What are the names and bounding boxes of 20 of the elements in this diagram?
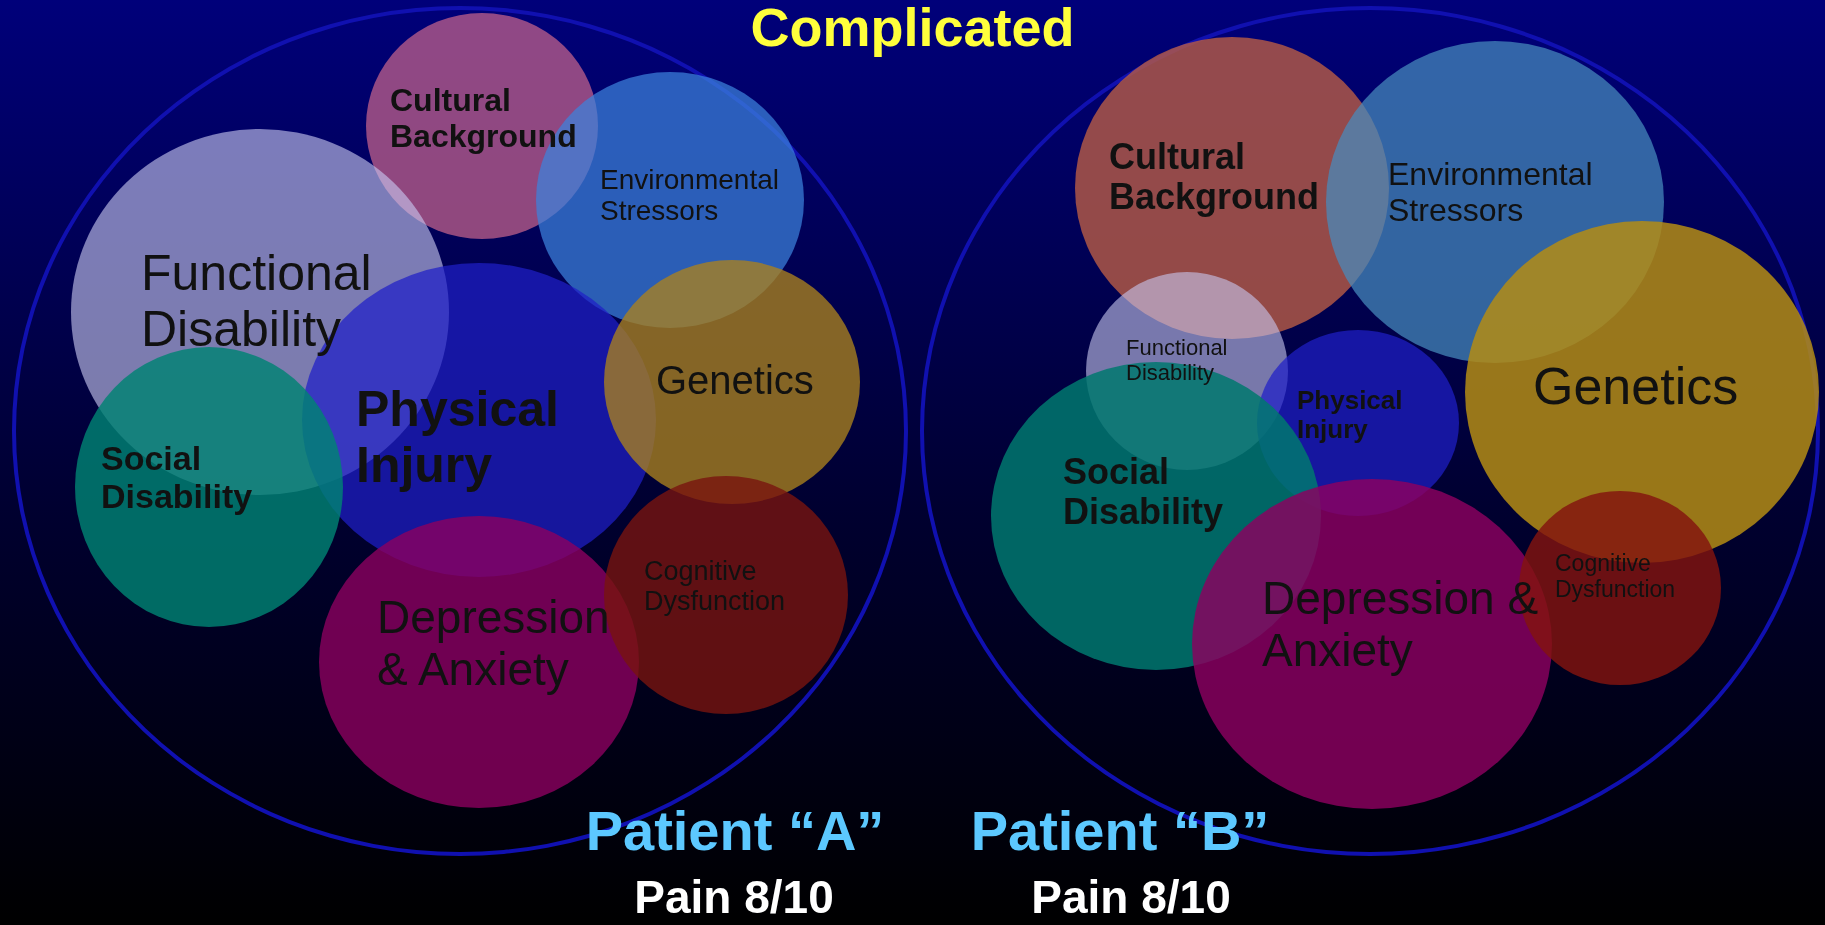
factor-label: Social Disability bbox=[101, 439, 254, 516]
factor-label: Environmental Stressors bbox=[600, 164, 780, 227]
factor-label: Physical Injury bbox=[356, 381, 560, 493]
factor-label: Cultural Background bbox=[1109, 137, 1321, 218]
factor-label: Depression & Anxiety bbox=[1262, 573, 1540, 677]
factor-label: Genetics bbox=[656, 358, 815, 403]
title: Complicated bbox=[750, 0, 1075, 58]
factor-label: Cognitive Dysfunction bbox=[644, 556, 787, 617]
factor-label: Cognitive Dysfunction bbox=[1555, 551, 1677, 603]
factor-label: Depression & Anxiety bbox=[377, 592, 611, 696]
factor-label: Functional Disability bbox=[141, 245, 373, 357]
factor-label: Physical Injury bbox=[1297, 386, 1404, 445]
factor-label: Social Disability bbox=[1063, 452, 1225, 533]
pain-score: Pain 8/10 bbox=[1031, 870, 1231, 924]
factor-label: Genetics bbox=[1533, 357, 1740, 416]
pain-score: Pain 8/10 bbox=[634, 870, 834, 924]
factor-label: Cultural Background bbox=[390, 83, 578, 155]
patient-label: Patient “A” bbox=[585, 798, 885, 863]
factor-label: Functional Disability bbox=[1126, 336, 1229, 386]
factor-label: Environmental Stressors bbox=[1388, 157, 1594, 229]
